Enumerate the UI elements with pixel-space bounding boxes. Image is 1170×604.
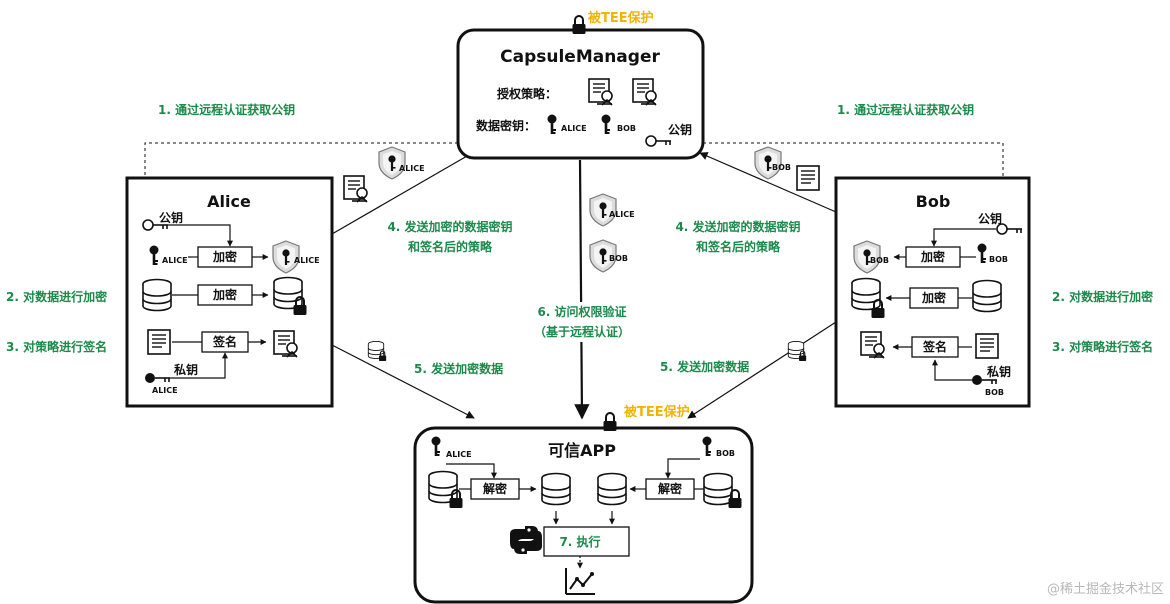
policy-doc-icon	[796, 165, 820, 191]
step-4-left-line2: 和签名后的策略	[407, 239, 493, 254]
database-icon	[541, 472, 571, 506]
app-execute-label: 7. 执行	[559, 534, 600, 549]
step-1-right: 1. 通过远程认证获取公钥	[837, 102, 974, 117]
step-4-right-line1: 4. 发送加密的数据密钥	[675, 219, 800, 234]
alice-encrypt-label-1: 加密	[212, 249, 237, 264]
capsule-alice-tag: ALICE	[561, 124, 587, 133]
lock-icon	[602, 412, 618, 432]
arrow-bob-to-app	[687, 321, 837, 419]
database-icon	[597, 472, 627, 506]
arrow-alice-to-app	[331, 344, 475, 419]
bob-key-tag: BOB	[989, 255, 1008, 264]
policy-doc-icon	[975, 333, 999, 359]
bob-privkey-label: 私钥	[986, 364, 1011, 379]
capsule-title: CapsuleManager	[500, 47, 660, 67]
encrypted-database-icon	[273, 276, 303, 310]
policy-doc-icon	[147, 329, 171, 355]
app-alice-tag: ALICE	[446, 450, 472, 459]
bob-title: Bob	[916, 192, 951, 211]
encrypted-key-shield-icon	[378, 146, 406, 180]
alice-title: Alice	[207, 192, 251, 211]
capsule-manager-box: 被TEE保护 CapsuleManager 授权策略： 数据密钥： ALICE …	[456, 10, 705, 160]
alice-box: Alice 公钥 ALICE 加密 ALICE 加密 签名 私钥 ALICE	[125, 176, 334, 408]
app-decrypt-left: 解密	[483, 481, 507, 496]
step-5-right: 5. 发送加密数据	[660, 359, 749, 374]
alice-shield-tag: ALICE	[294, 256, 320, 265]
step-6-backdrop	[522, 302, 640, 342]
step-3-left: 3. 对策略进行签名	[6, 339, 107, 354]
bob-shield-tag: BOB	[870, 256, 889, 265]
bob-sign-label: 签名	[922, 339, 947, 354]
step-1-left: 1. 通过远程认证获取公钥	[158, 102, 295, 117]
bob-box: Bob 公钥 BOB 加密 BOB 加密 签名 私钥 BOB	[834, 176, 1031, 408]
encrypted-database-icon	[703, 472, 733, 506]
alice-sign-label: 签名	[212, 334, 237, 349]
step-3-right: 3. 对策略进行签名	[1052, 339, 1153, 354]
bob-encrypt-label-1: 加密	[920, 249, 945, 264]
signed-policy-icon	[860, 331, 885, 359]
trusted-app-box: 被TEE保护 可信APP ALICE 解密 BOB 解密 7. 执行	[413, 404, 754, 604]
signed-policy-icon	[273, 330, 298, 358]
signed-policy-icon	[588, 78, 613, 106]
watermark: @稀土掘金技术社区	[1047, 581, 1164, 597]
float-bob-shield-tag: BOB	[772, 163, 791, 172]
arrow-alice-to-capsule	[331, 151, 475, 235]
auth-policy-label: 授权策略：	[497, 86, 557, 101]
database-icon	[142, 278, 172, 312]
bob-encrypt-label-2: 加密	[921, 290, 946, 305]
alice-pubkey-label: 公钥	[159, 210, 183, 225]
alice-priv-tag: ALICE	[152, 386, 178, 395]
lock-icon	[571, 15, 587, 35]
arrow-capsule-to-app	[574, 159, 590, 420]
step-2-left: 2. 对数据进行加密	[6, 289, 107, 304]
step-2-right: 2. 对数据进行加密	[1052, 289, 1153, 304]
arrow-bob-to-capsule	[699, 152, 837, 213]
float-mid-bob-tag: BOB	[609, 254, 628, 263]
step-4-right-line2: 和签名后的策略	[695, 239, 781, 254]
step-6-line2: （基于远程认证）	[534, 324, 630, 339]
app-tee-label: 被TEE保护	[623, 404, 690, 420]
execute-op	[543, 526, 630, 557]
capsule-bob-tag: BOB	[617, 124, 636, 133]
dashed-pubkey-left	[142, 142, 458, 213]
capsule-tee-label: 被TEE保护	[587, 10, 654, 26]
alice-encrypt-label-2: 加密	[212, 287, 237, 302]
bob-pubkey-label: 公钥	[978, 211, 1002, 226]
capsule-pubkey-label: 公钥	[668, 122, 692, 137]
float-mid-alice-tag: ALICE	[609, 210, 635, 219]
app-decrypt-right: 解密	[658, 481, 682, 496]
alice-privkey-label: 私钥	[173, 362, 198, 377]
encrypted-data-icon	[367, 341, 387, 362]
database-icon	[972, 279, 1002, 313]
alice-key-tag: ALICE	[162, 256, 188, 265]
app-bob-tag: BOB	[716, 449, 735, 458]
step-6-line1: 6. 访问权限验证	[537, 304, 626, 319]
float-alice-shield-tag: ALICE	[399, 164, 425, 173]
encrypted-database-icon	[851, 277, 881, 311]
step-4-left-line1: 4. 发送加密的数据密钥	[387, 219, 512, 234]
data-key-label: 数据密钥：	[476, 118, 536, 133]
step-5-left: 5. 发送加密数据	[414, 361, 503, 376]
signed-policy-icon	[632, 78, 657, 106]
bob-priv-tag: BOB	[985, 388, 1004, 397]
dashed-pubkey-right	[703, 142, 1006, 206]
app-title: 可信APP	[548, 441, 616, 460]
encrypted-data-icon	[787, 341, 807, 362]
signed-policy-icon	[343, 175, 368, 203]
